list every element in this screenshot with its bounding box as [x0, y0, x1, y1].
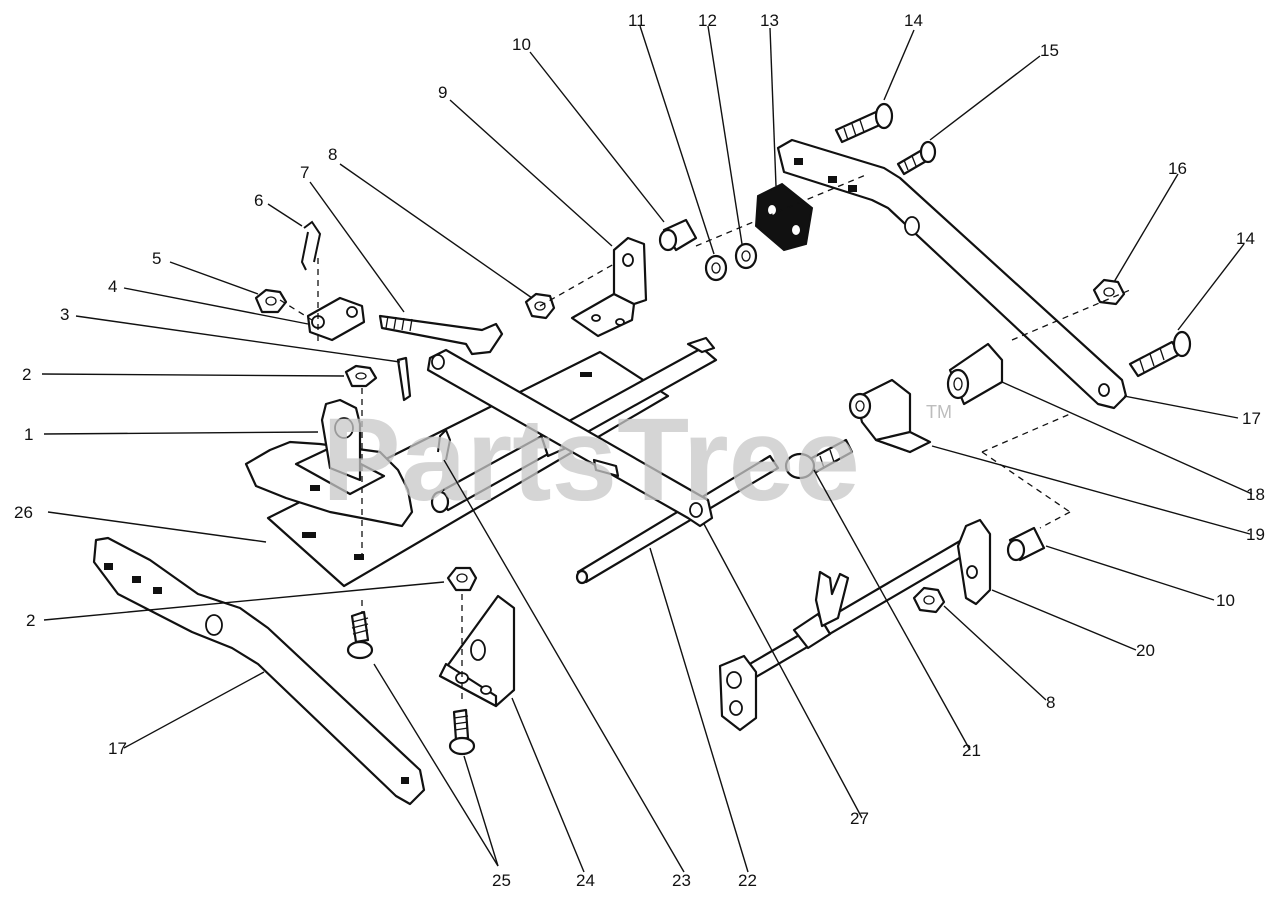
- callout-12: 12: [698, 11, 717, 30]
- carriage-bolt-left: [346, 610, 374, 660]
- spacer-18: [946, 342, 1004, 406]
- trunnion: [306, 296, 366, 342]
- callout-5: 5: [152, 249, 161, 268]
- callout-10-lower: 10: [1216, 591, 1235, 610]
- callout-27: 27: [850, 809, 869, 828]
- lower-shaft-assembly: [718, 518, 992, 732]
- callout-8-lower: 8: [1046, 693, 1055, 712]
- hex-nut-lower: [446, 566, 478, 592]
- watermark-tm: TM: [926, 402, 952, 422]
- callout-24: 24: [576, 871, 595, 890]
- callout-10-upper: 10: [512, 35, 531, 54]
- link-bar: [426, 348, 714, 528]
- callout-16: 16: [1168, 159, 1187, 178]
- callout-17-upper: 17: [1242, 409, 1261, 428]
- callout-14-lower: 14: [1236, 229, 1255, 248]
- callout-19: 19: [1246, 525, 1265, 544]
- adjusting-rod: [378, 314, 504, 356]
- callout-17-lower: 17: [108, 739, 127, 758]
- hex-nut-8-lower: [912, 586, 946, 614]
- leader-lines: [41, 25, 1253, 873]
- pivot-bracket: [294, 398, 386, 496]
- pad-block: [754, 182, 814, 252]
- bolt-14-upper: [834, 102, 894, 144]
- callout-15: 15: [1040, 41, 1059, 60]
- callout-13: 13: [760, 11, 779, 30]
- angle-bracket-lower: [438, 594, 516, 708]
- lift-arm-lower: [92, 536, 426, 806]
- callout-8-upper: 8: [328, 145, 337, 164]
- callout-14-upper: 14: [904, 11, 923, 30]
- callout-2-upper: 2: [22, 365, 31, 384]
- callout-18: 18: [1246, 485, 1265, 504]
- spacer-upper: [658, 218, 698, 252]
- callout-21: 21: [962, 741, 981, 760]
- spacer-lower: [1006, 526, 1046, 562]
- mounting-plate: [244, 350, 670, 588]
- cotter-pin: [396, 356, 412, 402]
- assembly-lines: [279, 173, 1131, 700]
- hairpin-cotter: [300, 220, 322, 271]
- callout-3: 3: [60, 305, 69, 324]
- pivot-rod: [575, 454, 780, 585]
- hex-nut-upper: [344, 364, 378, 388]
- callout-23: 23: [672, 871, 691, 890]
- callout-22: 22: [738, 871, 757, 890]
- callout-20: 20: [1136, 641, 1155, 660]
- callout-9: 9: [438, 83, 447, 102]
- pivot-block: [848, 378, 932, 454]
- bolt-14-lower: [1128, 330, 1192, 378]
- callout-7: 7: [300, 163, 309, 182]
- lift-arm-upper: [776, 138, 1128, 410]
- callout-6: 6: [254, 191, 263, 210]
- callout-4: 4: [108, 277, 117, 296]
- callout-2-lower: 2: [26, 611, 35, 630]
- callout-1: 1: [24, 425, 33, 444]
- callout-labels: 1 2 2 3 4 5 6 7 8 8 9 10 10 11 12 13 14 …: [14, 11, 1265, 890]
- callout-26: 26: [14, 503, 33, 522]
- angle-bracket-upper: [570, 236, 648, 338]
- bolt-15: [896, 140, 937, 176]
- watermark: PartsTree: [322, 394, 860, 526]
- jam-nut: [254, 288, 288, 314]
- callout-25: 25: [492, 871, 511, 890]
- clevis-pin: [784, 438, 854, 480]
- lock-washer: [704, 254, 728, 282]
- hex-nut-16: [1092, 278, 1126, 306]
- carriage-bolt-right: [448, 708, 476, 756]
- flat-washer: [734, 242, 758, 270]
- clevis-clip: [437, 428, 452, 461]
- callout-11: 11: [628, 11, 646, 30]
